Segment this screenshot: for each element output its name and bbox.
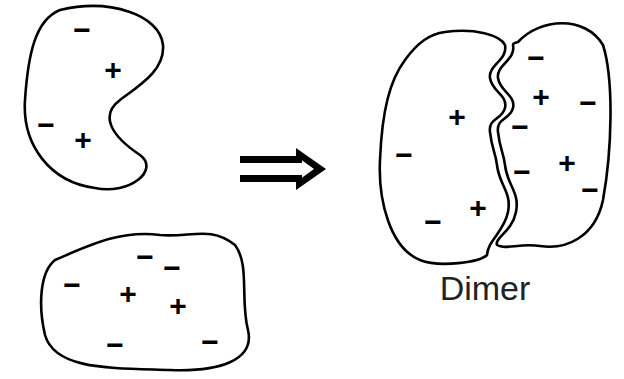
monomer-blob: −−−++−−	[38, 222, 254, 376]
blob-outline	[492, 12, 618, 252]
arrow-bar	[240, 175, 302, 182]
double-arrow	[240, 148, 326, 190]
arrow-bar	[240, 156, 302, 163]
dimer-half: +−+−	[374, 26, 514, 270]
monomer-blob: −+−+	[18, 2, 170, 196]
charge-sign: +	[74, 125, 92, 155]
dimer-half: −+−−+−−	[492, 12, 618, 252]
charge-sign: +	[448, 102, 466, 132]
charge-sign: −	[527, 43, 545, 73]
charge-sign: −	[136, 242, 154, 272]
charge-sign: −	[73, 15, 91, 45]
blob-outline-path	[497, 23, 611, 247]
dimer-group: Dimer+−+−−+−−+−−	[372, 8, 620, 313]
dimer-label: Dimer	[440, 271, 531, 305]
charge-sign: +	[469, 193, 487, 223]
charge-sign: −	[395, 140, 413, 170]
charge-sign: −	[106, 330, 124, 360]
charge-sign: −	[424, 207, 442, 237]
blob-outline-path	[25, 6, 163, 189]
arrow-head	[296, 148, 326, 190]
charge-sign: +	[104, 55, 122, 85]
charge-sign: −	[163, 253, 181, 283]
charge-sign: −	[511, 112, 529, 142]
blob-outline	[18, 2, 170, 196]
blob-outline-path	[380, 31, 509, 264]
charge-sign: +	[532, 82, 550, 112]
charge-sign: +	[169, 291, 187, 321]
charge-sign: −	[63, 270, 81, 300]
charge-sign: −	[579, 88, 597, 118]
charge-sign: −	[201, 327, 219, 357]
charge-sign: −	[37, 110, 55, 140]
charge-sign: −	[581, 175, 599, 205]
blob-outline	[374, 26, 514, 270]
charge-sign: +	[119, 279, 137, 309]
charge-sign: +	[558, 148, 576, 178]
charge-sign: −	[513, 157, 531, 187]
blob-outline-path	[41, 234, 249, 371]
